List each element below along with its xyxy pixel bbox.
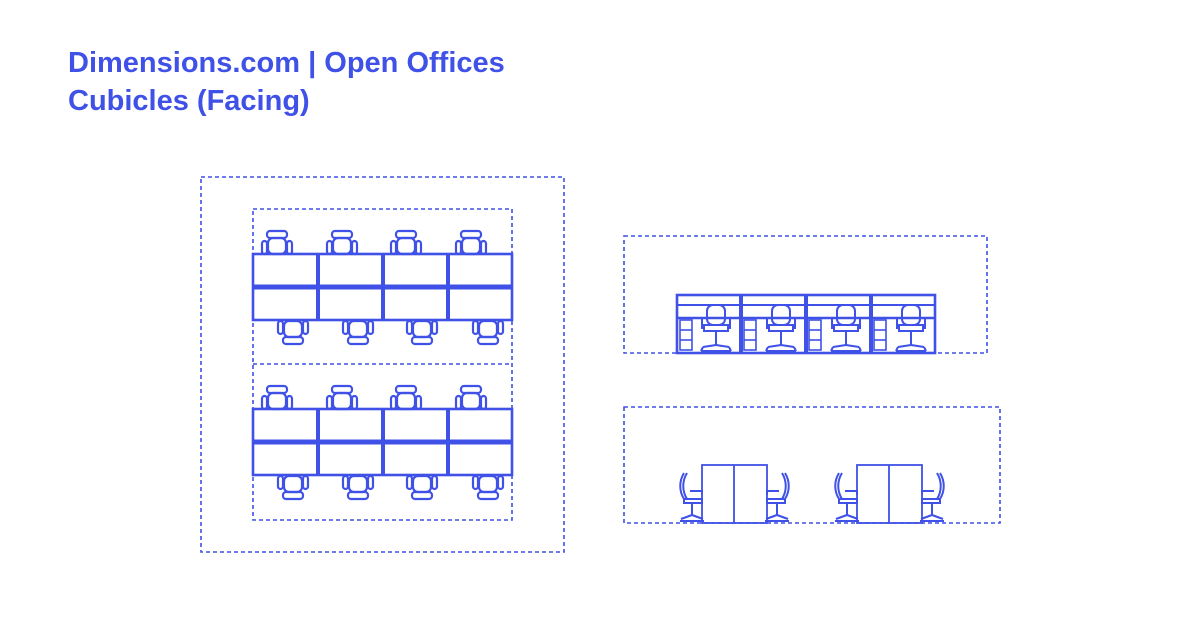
plan-inner-boundary [252,208,513,521]
chair-icon [471,319,505,346]
side-elevation-boundary [623,406,1001,524]
chair-icon [895,304,927,352]
drawer-pedestals [679,319,887,351]
chair-icon [764,472,790,522]
chair-icon [276,319,310,346]
header: Dimensions.com | Open Offices Cubicles (… [68,44,505,120]
chair-icon [405,474,439,501]
plan-view [200,176,565,553]
chair-icon [919,472,945,522]
page-title: Dimensions.com | Open Offices [68,47,505,79]
cubicle-row-1 [251,229,514,346]
chair-icon [389,229,423,256]
plan-outer-boundary [200,176,565,553]
front-elevation [623,235,988,355]
chair-icon [765,304,797,352]
chair-icon [389,384,423,411]
chair-icon [341,474,375,501]
chair-icon [471,474,505,501]
chair-icon [454,384,488,411]
chair-icon [276,474,310,501]
chair-icon [834,472,860,522]
chair-icon [325,384,359,411]
chair-icon [679,472,705,522]
chair-icon [341,319,375,346]
chair-icon [454,229,488,256]
page-subtitle: Cubicles (Facing) [68,85,310,117]
chair-icon [260,384,294,411]
chair-icon [700,304,732,352]
cubicle-row-2 [251,384,514,501]
chair-icon [405,319,439,346]
side-elevation [623,406,1001,524]
chair-icon [260,229,294,256]
chair-icon [830,304,862,352]
chair-icon [325,229,359,256]
